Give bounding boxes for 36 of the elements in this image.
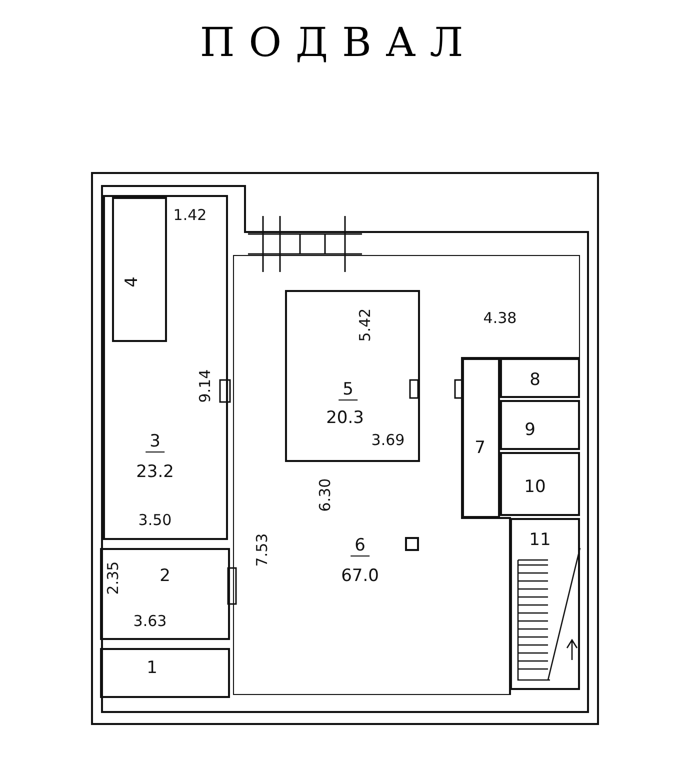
room-outline xyxy=(100,648,230,698)
room-outline xyxy=(500,358,580,398)
room-number: 11 xyxy=(529,530,551,550)
dimension-label: 6.30 xyxy=(315,478,335,512)
room-number: 2 xyxy=(160,566,170,586)
room-area: 23.2 xyxy=(136,462,174,482)
dimension-label: 3.69 xyxy=(371,430,405,450)
room-outline xyxy=(462,358,500,518)
dimension-label: 4.38 xyxy=(483,308,517,328)
room-number: 4 xyxy=(122,276,142,288)
room-number: 3 xyxy=(146,432,164,452)
stair-room xyxy=(510,518,580,690)
dimension-label: 3.50 xyxy=(138,510,172,530)
page-title: ПОДВАЛ xyxy=(198,20,478,66)
room-outline xyxy=(285,290,420,462)
room-number: 8 xyxy=(530,370,540,390)
dimension-label: 3.63 xyxy=(133,611,167,631)
room-number: 6 xyxy=(350,536,370,556)
room-outline xyxy=(103,195,228,540)
room-outline xyxy=(500,452,580,516)
room-number: 5 xyxy=(338,380,358,400)
room-number: 1 xyxy=(146,658,158,678)
room-area: 67.0 xyxy=(341,566,379,586)
dimension-label: 1.42 xyxy=(173,205,207,225)
room-outline xyxy=(233,255,580,695)
room-outline xyxy=(100,548,230,640)
dimension-label: 9.14 xyxy=(195,369,215,403)
room-number: 7 xyxy=(474,438,486,458)
room-number: 9 xyxy=(524,420,536,440)
room-outline xyxy=(500,400,580,450)
room-area: 20.3 xyxy=(326,408,364,428)
dimension-label: 2.35 xyxy=(103,561,123,595)
dimension-label: 5.42 xyxy=(355,308,375,342)
dimension-label: 7.53 xyxy=(252,533,272,567)
room-outline xyxy=(112,197,167,342)
room-number: 10 xyxy=(524,477,546,497)
